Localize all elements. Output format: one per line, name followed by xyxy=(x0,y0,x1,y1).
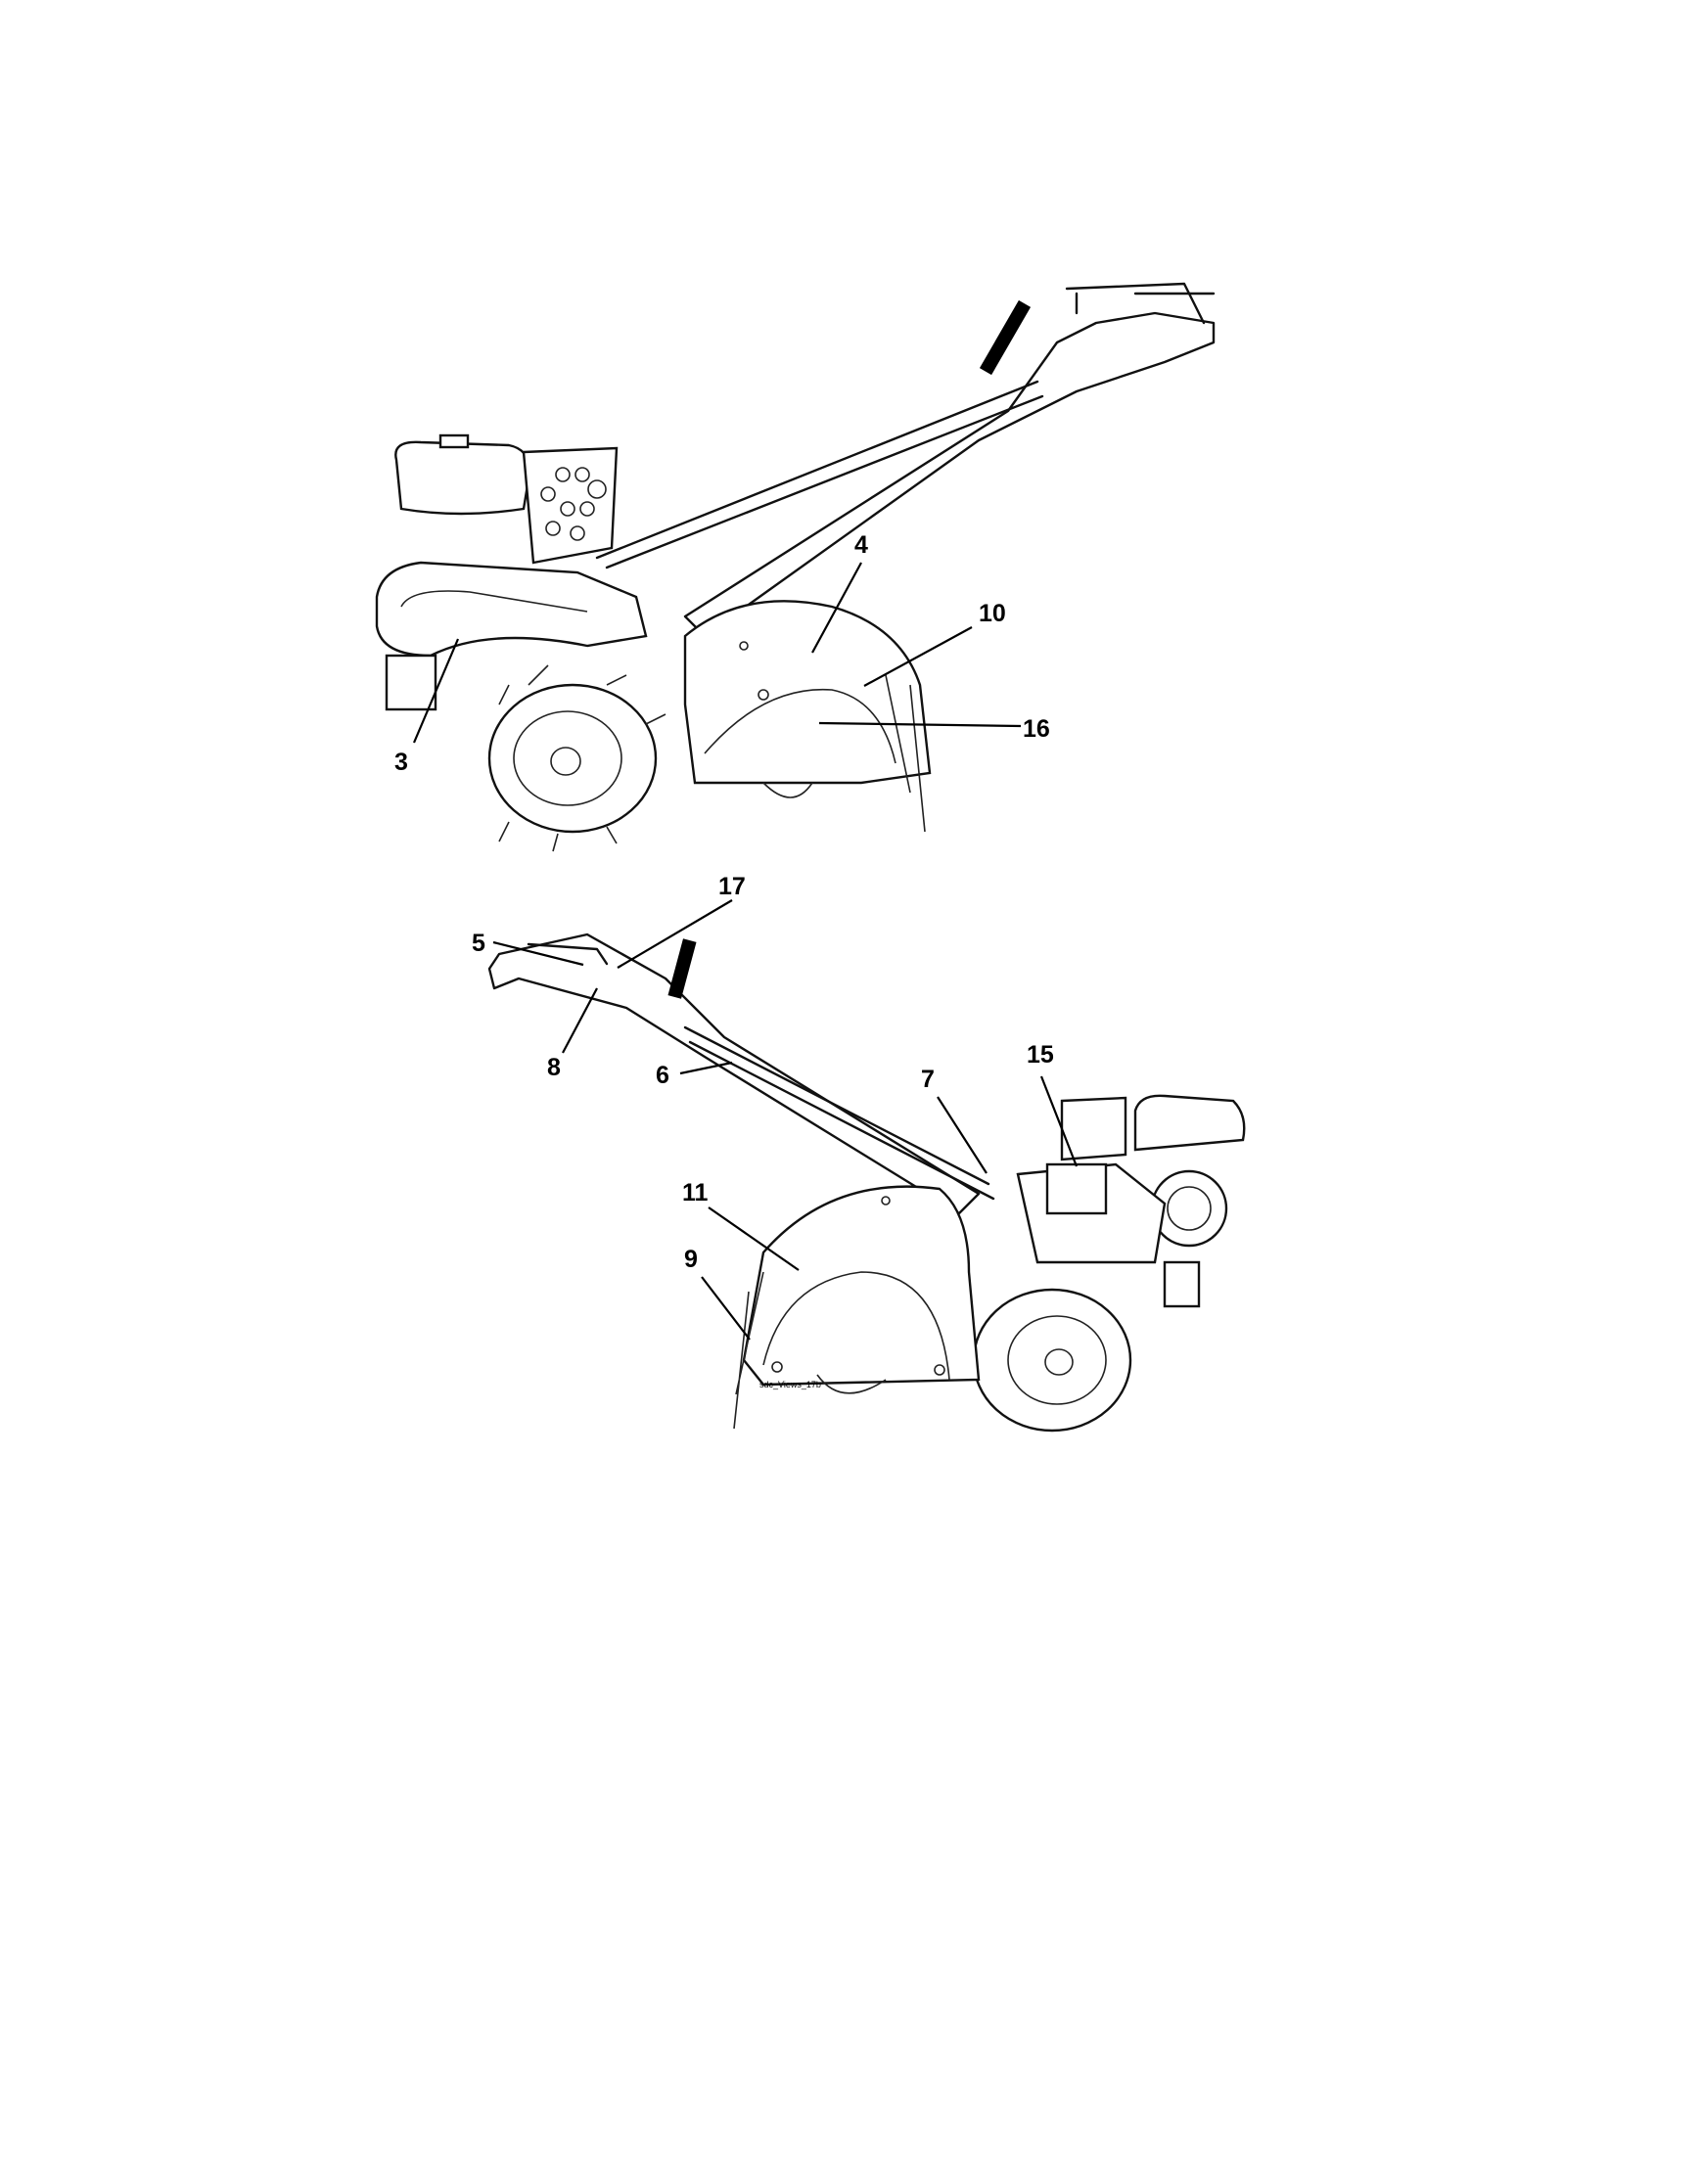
callout-8: 8 xyxy=(547,1054,561,1081)
tine-shield xyxy=(683,600,932,785)
handle-grip xyxy=(979,299,1032,376)
callout-16: 16 xyxy=(1023,715,1050,743)
figure-tag: sdc_Views_17b xyxy=(759,1380,821,1389)
callout-15: 15 xyxy=(1027,1041,1054,1069)
handle-grip xyxy=(667,938,697,999)
wheel xyxy=(972,1288,1132,1433)
front-hood xyxy=(375,561,648,658)
callout-10: 10 xyxy=(979,600,1006,627)
handlebar xyxy=(487,933,981,1215)
wheel xyxy=(487,683,658,834)
callout-4: 4 xyxy=(854,531,868,559)
belt-guard xyxy=(1045,1162,1108,1215)
engine-shroud xyxy=(522,446,619,565)
handlebar xyxy=(683,311,1216,638)
fuel-tank xyxy=(1133,1094,1246,1152)
callout-11: 11 xyxy=(682,1179,709,1206)
callout-7: 7 xyxy=(921,1066,935,1093)
callout-6: 6 xyxy=(656,1062,669,1089)
callout-5: 5 xyxy=(472,930,485,957)
engine-shroud xyxy=(1060,1096,1127,1161)
tiller-left-side-view xyxy=(375,282,1216,852)
tiller-right-rear-view: sdc_Views_17b xyxy=(487,933,1246,1433)
fuel-tank xyxy=(394,440,530,516)
callout-leaders xyxy=(412,562,1079,1341)
callout-3: 3 xyxy=(394,749,408,776)
callout-9: 9 xyxy=(684,1246,698,1273)
tine-shield xyxy=(742,1185,981,1387)
callout-17: 17 xyxy=(718,873,746,900)
